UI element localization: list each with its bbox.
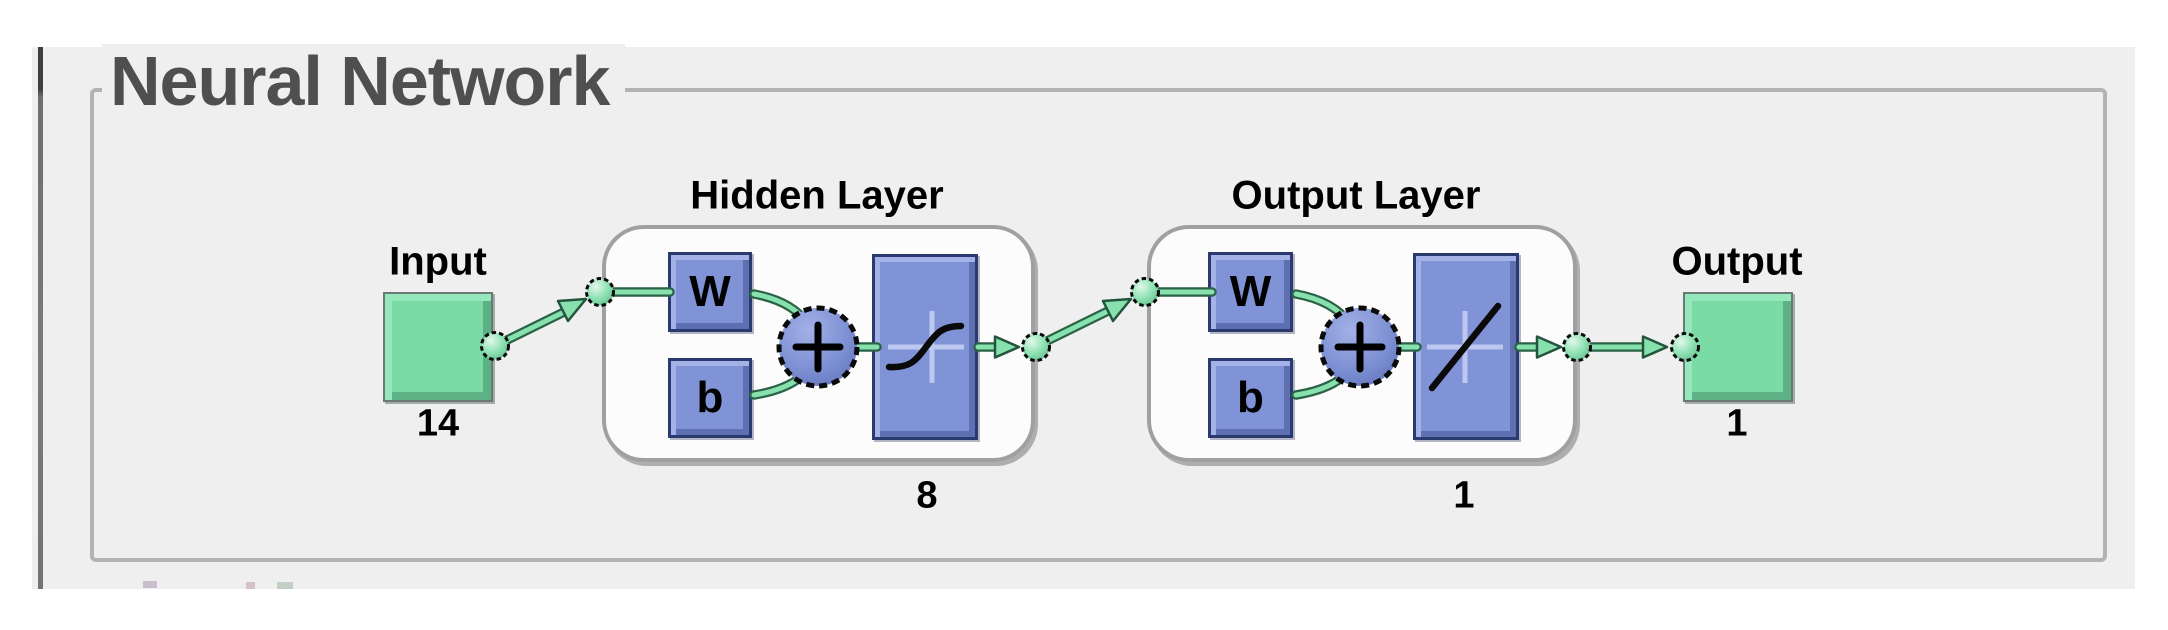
hidden-weight-block: W [668,252,752,332]
input-label: Input [389,239,487,284]
output-node-square [1683,292,1793,402]
cropped-content-artifact [246,582,255,589]
input-node-square [383,292,493,402]
window-edge-divider [38,47,43,589]
hidden-layer-title: Hidden Layer [690,173,944,218]
output-transfer-block [1413,253,1519,440]
neural-network-groupbox [90,88,2107,562]
cropped-content-artifact [143,581,157,588]
section-title: Neural Network [102,44,626,118]
output-label: Output [1671,239,1803,284]
input-dimension: 14 [416,402,460,445]
output-weight-block: W [1208,252,1293,332]
output-dimension: 1 [1726,402,1748,445]
output-layer-neuron-count: 1 [1453,474,1475,517]
hidden-layer-neuron-count: 8 [916,474,938,517]
hidden-transfer-block [872,254,978,440]
hidden-bias-block: b [668,358,752,438]
output-bias-block: b [1208,358,1293,438]
cropped-content-artifact [277,582,293,589]
output-layer-title: Output Layer [1231,173,1481,218]
